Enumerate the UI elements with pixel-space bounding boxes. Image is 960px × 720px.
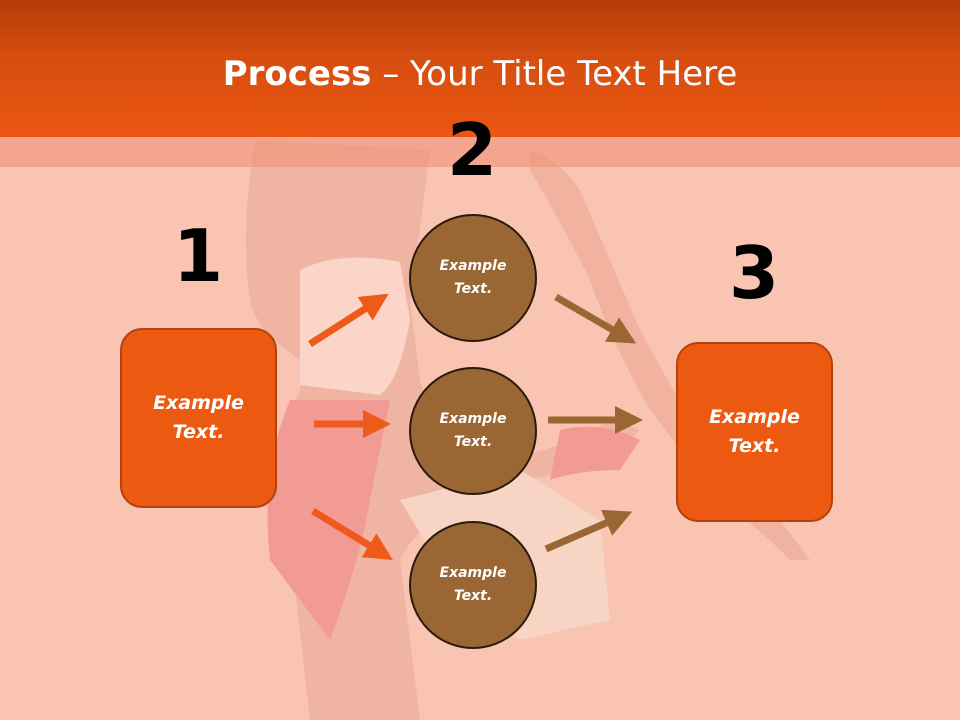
step-2-circle-middle[interactable]: Example Text. xyxy=(409,367,537,495)
step-2-circle-bottom[interactable]: Example Text. xyxy=(409,521,537,649)
title-bar-shadow-band xyxy=(0,137,960,167)
step-1-box-text: Example Text. xyxy=(153,392,244,443)
slide-title-bold: Process xyxy=(222,54,372,94)
circle-top-text: Example Text. xyxy=(439,258,507,297)
circle-middle-text: Example Text. xyxy=(439,411,507,450)
step-3-box-text: Example Text. xyxy=(709,406,800,457)
circle-bottom-text: Example Text. xyxy=(439,565,507,604)
step-2-number[interactable]: 2 xyxy=(446,108,498,192)
title-bar xyxy=(0,0,960,137)
arrow-right-down-icon xyxy=(311,508,393,560)
step-1-number[interactable]: 1 xyxy=(172,214,224,298)
arrow-right-down-icon xyxy=(554,293,637,344)
step-1-box[interactable]: Example Text. xyxy=(120,328,277,508)
slide-title-rest: – Your Title Text Here xyxy=(371,54,738,94)
arrow-right-up-icon xyxy=(308,293,389,347)
arrow-right-up-icon xyxy=(544,509,633,553)
step-2-circle-top[interactable]: Example Text. xyxy=(409,214,537,342)
step-3-box[interactable]: Example Text. xyxy=(676,342,833,522)
step-3-number[interactable]: 3 xyxy=(728,231,780,315)
slide-title[interactable]: Process – Your Title Text Here xyxy=(0,52,960,96)
